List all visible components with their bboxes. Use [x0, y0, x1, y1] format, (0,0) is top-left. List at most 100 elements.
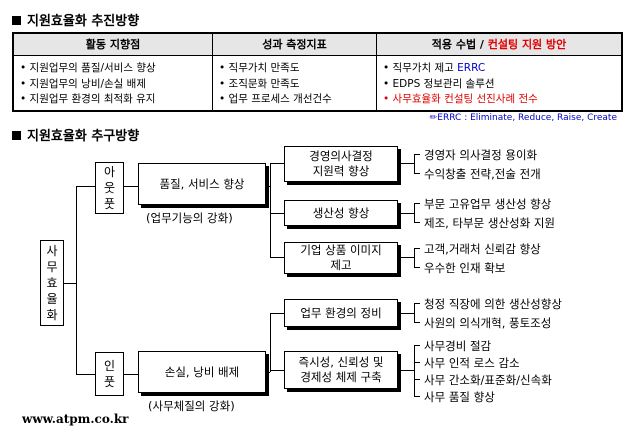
list-item: • 직무가치 만족도: [219, 62, 300, 74]
leaf-item: 고객,거래처 신뢰감 향상: [424, 242, 541, 256]
bracket-line: [414, 267, 420, 268]
mid-decision-support: 경영의사결정 지원력 향상: [284, 146, 398, 182]
square-bullet-icon: [12, 16, 21, 25]
connector-line: [76, 186, 77, 375]
errc-note: ✏ERRC : Eliminate, Reduce, Raise, Create: [429, 113, 617, 123]
connector-line: [398, 257, 414, 258]
mid-text: 제고: [330, 258, 352, 272]
header-performance-metric: 성과 측정지표: [262, 38, 327, 51]
leaf-item: 사무 간소화/표준화/신속화: [424, 373, 552, 387]
leaf-item: 사무경비 절감: [424, 339, 492, 353]
caption-constitution-strengthening: (사무체질의 강화): [148, 399, 235, 413]
list-item: • 지원업무의 품질/서비스 향상: [20, 62, 156, 74]
branch-input-label: 인 풋: [95, 352, 124, 396]
branch-char: 웃: [103, 181, 116, 195]
connector-line: [76, 374, 95, 375]
caption-function-strengthening: (업무기능의 강화): [146, 211, 233, 225]
root-char: 무: [46, 260, 58, 274]
connector-line: [270, 163, 284, 164]
bracket-line: [414, 345, 415, 396]
bracket-line: [414, 345, 420, 346]
connector-line: [124, 374, 138, 375]
bracket-line: [414, 222, 420, 223]
connector-line: [398, 163, 414, 164]
list-item: • 사무효율화 컨설팅 선진사례 전수: [383, 93, 538, 105]
connector-line: [64, 283, 76, 284]
root-char: 효: [46, 276, 58, 290]
connector-line: [270, 257, 284, 258]
branch-char: 풋: [103, 197, 116, 211]
root-office-efficiency: 사 무 효 율 화: [40, 240, 64, 326]
table-divider: [212, 34, 213, 110]
header-applied-method: 적용 수법 / 컨설팅 지원 방안: [377, 34, 621, 55]
connector-line: [398, 370, 414, 371]
bracket-line: [414, 203, 415, 223]
leaf-item: 경영자 의사결정 용이화: [424, 148, 538, 162]
leaf-item: 부문 고유업무 생산성 향상: [424, 197, 552, 211]
loss-waste-box: 손실, 낭비 배제: [138, 351, 266, 393]
table-header-row: [14, 34, 621, 56]
branch-char: 풋: [103, 375, 116, 389]
mid-work-environment: 업무 환경의 정비: [284, 299, 398, 327]
section-title-text: 지원효율화 추진방향: [27, 14, 140, 29]
connector-line: [124, 186, 138, 187]
bracket-line: [414, 303, 415, 323]
metric-list: • 직무가치 만족도 • 조직문화 만족도 • 업무 프로세스 개선건수: [219, 61, 332, 108]
connector-line: [270, 213, 284, 214]
bracket-line: [414, 248, 415, 268]
root-char: 율: [46, 292, 58, 306]
branch-char: 인: [103, 359, 116, 373]
header-activity-focus: 활동 지향점: [85, 38, 141, 51]
connector-line: [398, 213, 414, 214]
list-item: • EDPS 정보관리 솔루션: [383, 77, 495, 90]
connector-line: [266, 372, 270, 373]
list-item: • 직무가치 제고 ERRC: [383, 61, 538, 77]
bracket-line: [414, 248, 420, 249]
method-list: • 직무가치 제고 ERRC • EDPS 정보관리 솔루션 • 사무효율화 컨…: [383, 61, 538, 108]
leaf-item: 사원의 의식개혁, 풍토조성: [424, 316, 552, 330]
mid-productivity: 생산성 향상: [284, 200, 398, 226]
square-bullet-icon: [12, 131, 21, 140]
bracket-line: [414, 154, 420, 155]
mid-text: 경영의사결정: [309, 149, 373, 163]
list-item: • 지원업무의 낭비/손실 배제: [20, 77, 147, 90]
mid-text: 즉시성, 신뢰성 및: [298, 355, 384, 369]
website-url: www.atpm.co.kr: [22, 412, 129, 426]
section-title-direction: 지원효율화 추구방향: [12, 125, 139, 144]
section-title-text: 지원효율화 추구방향: [27, 129, 140, 144]
mid-text: 기업 상품 이미지: [300, 243, 382, 257]
leaf-item: 제조, 타부문 생산성화 지원: [424, 216, 556, 230]
quality-service-box: 품질, 서비스 향상: [138, 163, 266, 205]
bracket-line: [414, 154, 415, 174]
connector-line: [398, 313, 414, 314]
root-char: 화: [46, 308, 58, 322]
branch-output-label: 아 웃 풋: [95, 162, 124, 214]
list-item: • 지원업무 환경의 최적화 유지: [20, 93, 156, 105]
section-title-promotion: 지원효율화 추진방향: [12, 10, 139, 29]
list-item: • 조직문화 만족도: [219, 77, 300, 90]
table-divider: [376, 34, 377, 110]
connector-line: [270, 370, 284, 371]
header-method-prefix: 적용 수법 /: [431, 38, 488, 51]
connector-line: [270, 313, 271, 372]
strategy-table: 활동 지향점 성과 측정지표 적용 수법 / 컨설팅 지원 방안 • 지원업무의…: [12, 32, 623, 112]
bracket-line: [414, 396, 420, 397]
bracket-line: [414, 362, 420, 363]
bracket-line: [414, 203, 420, 204]
mid-system-building: 즉시성, 신뢰성 및 경제성 체제 구축: [284, 351, 398, 389]
leaf-item: 우수한 인재 확보: [424, 261, 506, 275]
header-consulting-highlight: 컨설팅 지원 방안: [487, 38, 567, 51]
errc-acronym: ERRC: [457, 62, 486, 74]
leaf-item: 사무 품질 향상: [424, 390, 495, 404]
bracket-line: [414, 379, 420, 380]
leaf-item: 사무 인적 로스 감소: [424, 356, 520, 370]
leaf-item: 청정 직장에 의한 생산성향상: [424, 297, 562, 311]
bracket-line: [414, 173, 420, 174]
bracket-line: [414, 322, 420, 323]
connector-line: [270, 163, 271, 258]
root-char: 사: [46, 244, 58, 258]
mid-text: 경제성 체제 구축: [300, 370, 382, 384]
connector-line: [266, 186, 270, 187]
list-item: • 업무 프로세스 개선건수: [219, 93, 332, 105]
connector-line: [76, 186, 95, 187]
